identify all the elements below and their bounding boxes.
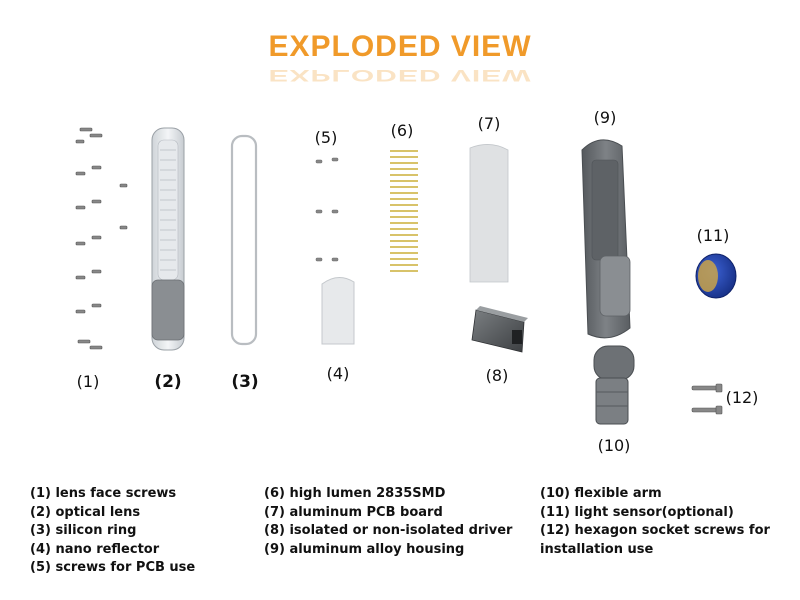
part-label-3: (3) bbox=[231, 372, 259, 392]
legend-item: (12) hexagon socket screws for bbox=[540, 523, 770, 538]
legend-item: (9) aluminum alloy housing bbox=[264, 541, 465, 557]
silicon-ring-part bbox=[230, 134, 258, 346]
part-label-6: (6) bbox=[390, 121, 414, 140]
light-sensor-part bbox=[695, 253, 737, 299]
legend-item: (3) silicon ring bbox=[30, 523, 137, 538]
part-label-9: (9) bbox=[593, 108, 617, 127]
part-label-8: (8) bbox=[485, 366, 509, 385]
legend-item: (8) isolated or non-isolated driver bbox=[264, 523, 513, 538]
legend-item: (5) screws for PCB use bbox=[30, 560, 196, 575]
part-label-1: (1) bbox=[76, 372, 100, 391]
aluminum-pcb-board-part bbox=[469, 144, 509, 283]
legend-column-3: (10) flexible arm (11) light sensor(opti… bbox=[540, 485, 770, 559]
part-label-2: (2) bbox=[154, 372, 182, 392]
legend-item: (10) flexible arm bbox=[540, 486, 662, 501]
flexible-arm-part bbox=[593, 345, 635, 425]
lens-face-screws bbox=[75, 127, 128, 350]
legend-item: (4) nano reflector bbox=[30, 541, 160, 557]
pcb-screws bbox=[315, 157, 339, 262]
smd-led-array bbox=[390, 150, 418, 272]
part-label-11: (11) bbox=[696, 226, 730, 245]
legend-item: (2) optical lens bbox=[30, 504, 141, 520]
driver-part bbox=[471, 306, 528, 353]
legend-item: (7) aluminum PCB board bbox=[264, 504, 443, 520]
part-label-7: (7) bbox=[477, 114, 501, 133]
legend-item: (1) lens face screws bbox=[30, 486, 177, 501]
diagram-title: EXPLODED VIEW bbox=[268, 30, 532, 63]
legend-item: (6) high lumen 2835SMD bbox=[264, 486, 446, 501]
legend-column-2: (6) high lumen 2835SMD (7) aluminum PCB … bbox=[264, 485, 512, 559]
aluminum-alloy-housing-part bbox=[581, 139, 631, 339]
hexagon-socket-screws bbox=[691, 383, 723, 415]
legend-item: (11) light sensor(optional) bbox=[540, 504, 734, 520]
part-label-12: (12) bbox=[725, 388, 759, 407]
part-label-10: (10) bbox=[597, 436, 631, 455]
nano-reflector-part bbox=[321, 277, 355, 345]
legend-column-1: (1) lens face screws (2) optical lens (3… bbox=[30, 485, 195, 578]
legend-item: installation use bbox=[540, 541, 654, 557]
part-label-4: (4) bbox=[326, 364, 350, 383]
optical-lens-part bbox=[151, 127, 185, 351]
part-label-5: (5) bbox=[314, 128, 338, 147]
